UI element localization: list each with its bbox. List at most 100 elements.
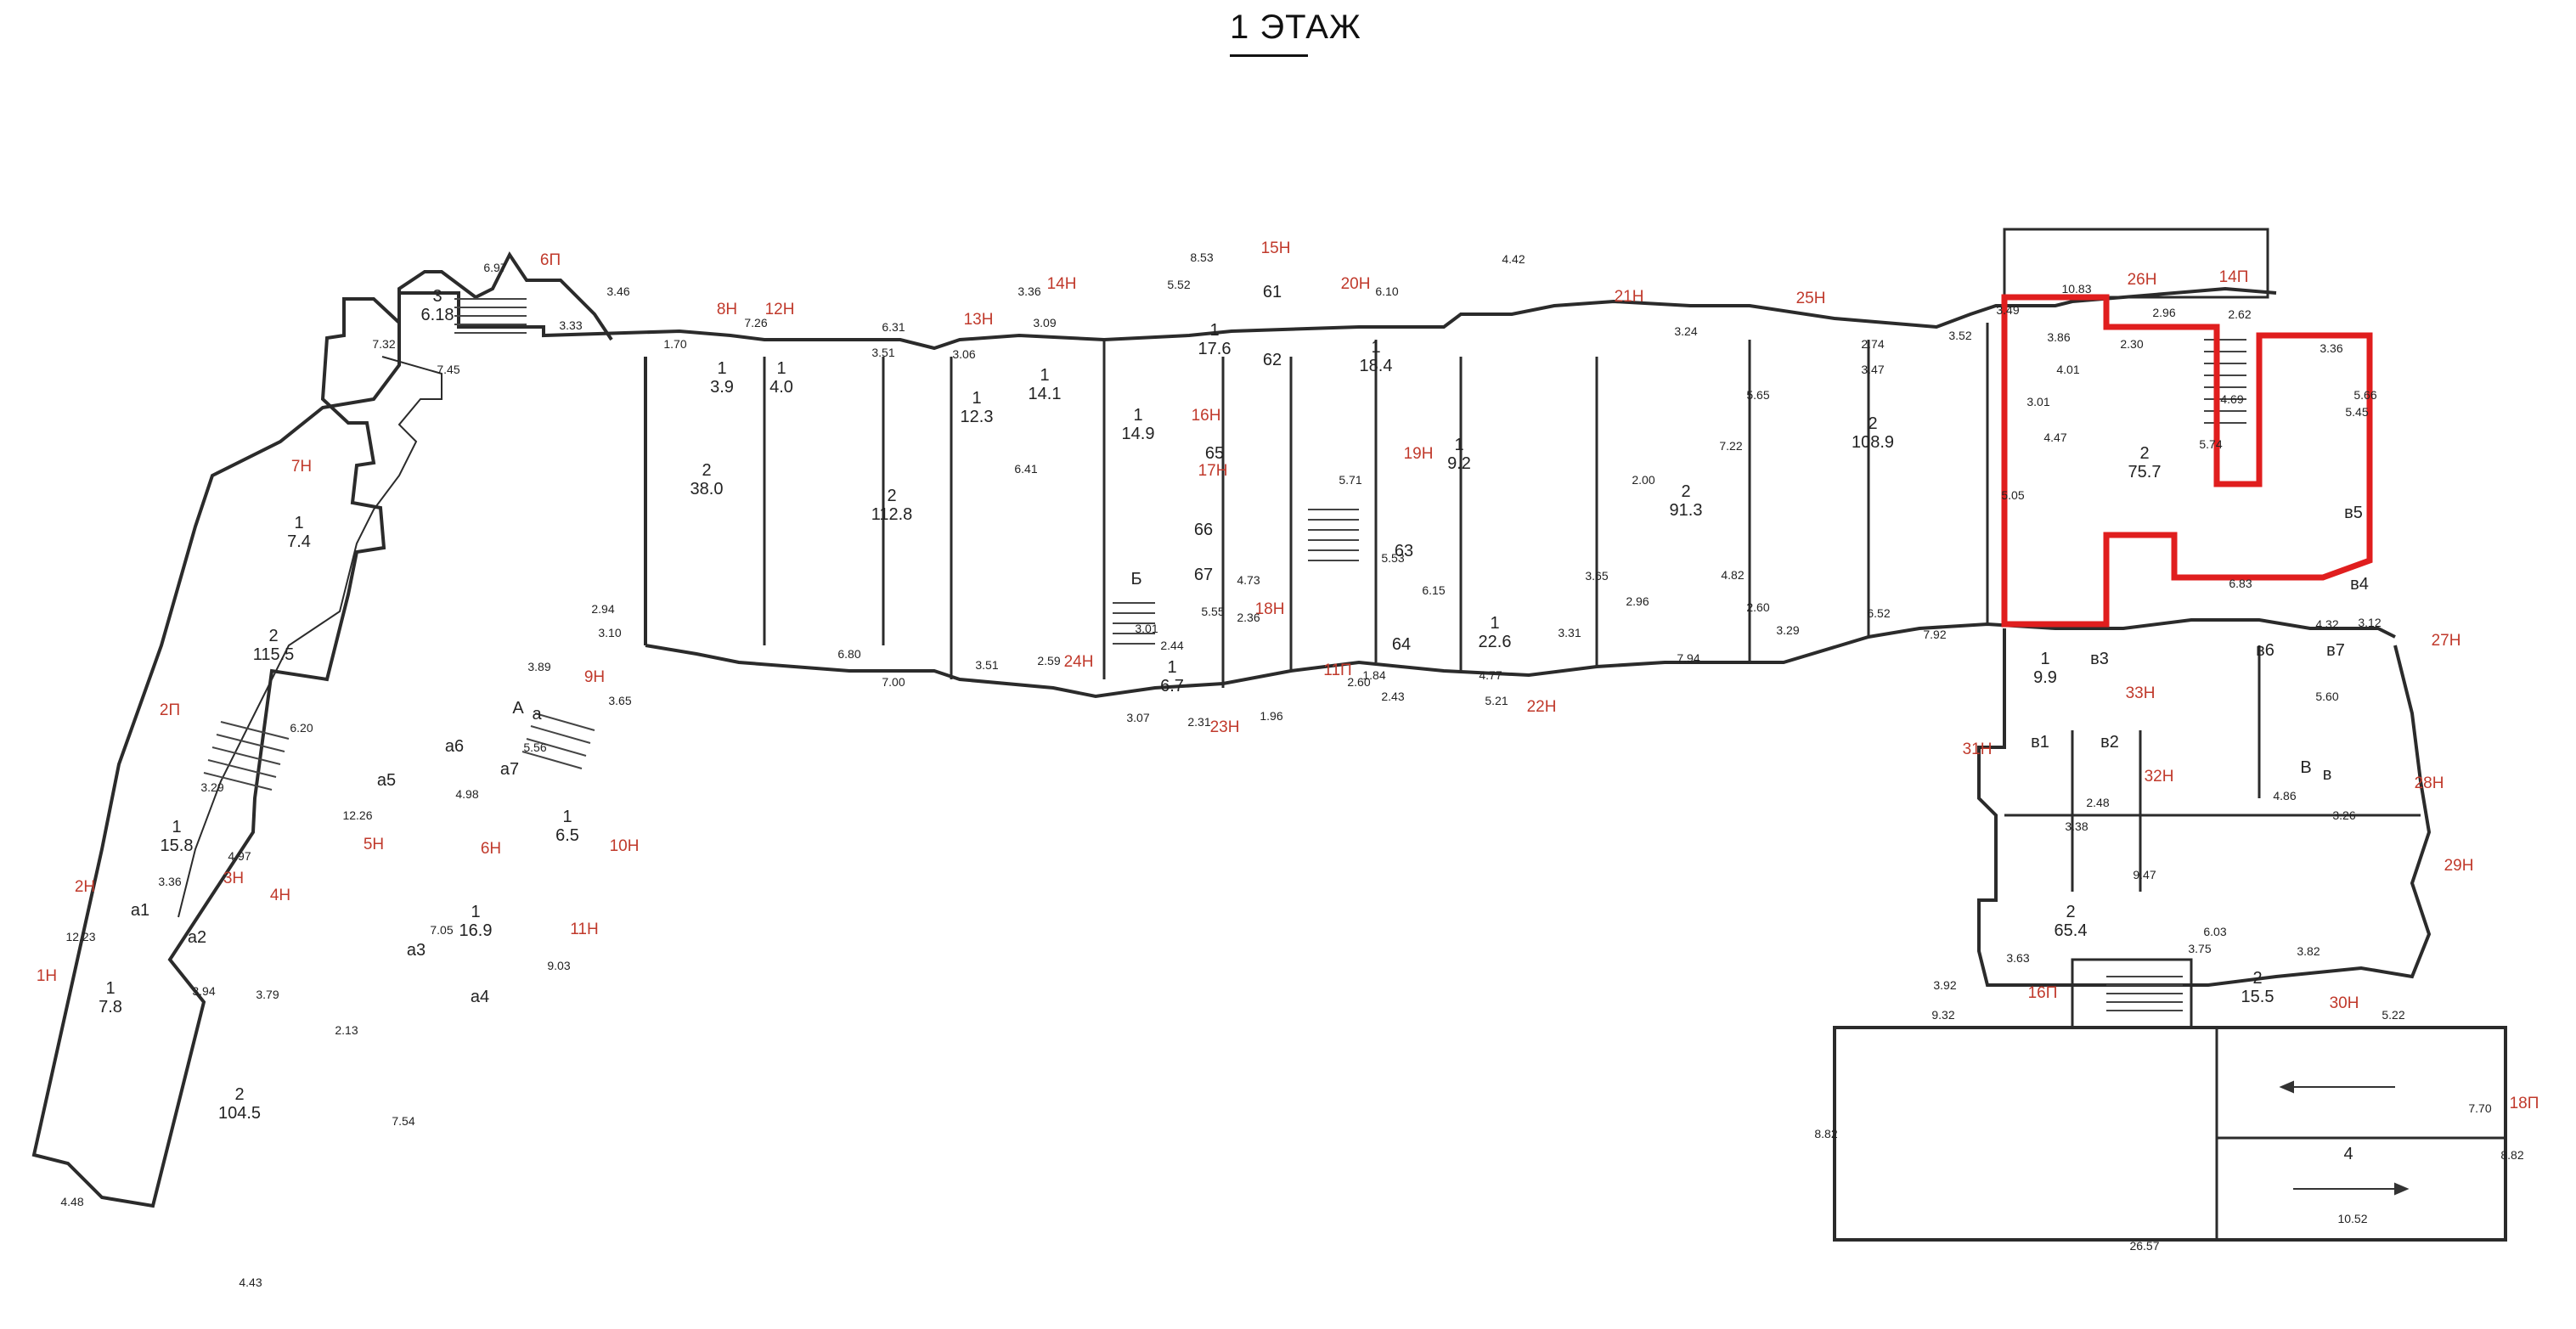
dimension-label: 9.03 [547, 959, 570, 972]
wall-parking-block [1833, 1026, 2507, 1242]
dimension-label: 8.82 [1814, 1127, 1837, 1140]
room-label-r-V: В [2300, 758, 2311, 777]
room-number: а7 [500, 760, 519, 779]
room-number: 2 [234, 1085, 244, 1104]
room-number: в1 [2031, 733, 2049, 752]
room-number: 2 [268, 627, 278, 645]
room-label-r-v7: в7 [2326, 641, 2345, 660]
room-number: 1 [1040, 366, 1049, 385]
dimension-label: 3.65 [608, 694, 631, 707]
marker-28n: 28Н [2415, 774, 2444, 792]
stair-left-wing [203, 721, 290, 791]
dimension-label: 4.98 [455, 787, 478, 801]
dimension-label: 5.53 [1381, 551, 1404, 565]
room-label-r-63: 63 [1395, 542, 1413, 560]
dimension-label: 3.52 [1948, 329, 1971, 342]
stair-hatching [203, 298, 2246, 1011]
marker-14n: 14Н [1047, 275, 1077, 293]
dimension-label: 3.36 [158, 875, 181, 888]
highlighted-unit-outline [2001, 294, 2373, 628]
floor-number: 1 [1230, 8, 1250, 46]
room-area: 9.2 [1447, 454, 1471, 473]
marker-30n: 30Н [2330, 994, 2359, 1012]
dimension-label: 3.49 [1996, 303, 2019, 317]
dimension-label: 6.41 [1014, 462, 1037, 476]
dimension-label: 4.69 [2220, 392, 2243, 406]
room-label-r-v5: в5 [2344, 504, 2363, 522]
dimension-label: 5.71 [1339, 473, 1361, 487]
room-label-r-v2: в2 [2100, 733, 2119, 752]
room-area: 15.5 [2241, 988, 2274, 1006]
room-number: 4 [2343, 1145, 2353, 1163]
dimension-label: 7.92 [1923, 628, 1946, 641]
room-number: в [2323, 765, 2332, 784]
room-label-r-65: 65 [1205, 444, 1224, 463]
dimension-label: 7.05 [430, 923, 453, 937]
dimension-label: 2.74 [1861, 337, 1884, 351]
dimension-label: 7.22 [1719, 439, 1742, 453]
dimension-label: 3.65 [1585, 569, 1608, 583]
room-number: 1 [562, 808, 572, 826]
room-number: в3 [2090, 650, 2109, 668]
marker-2p: 2П [160, 701, 180, 719]
dimension-label: 2.44 [1160, 639, 1183, 652]
dimension-label: 12.26 [342, 808, 372, 822]
room-area: 108.9 [1852, 433, 1894, 452]
floor-number-underline [1230, 54, 1308, 57]
marker-16p: 16П [2028, 984, 2058, 1002]
stair-right-14P [2204, 339, 2246, 424]
room-label-r-a7: а7 [500, 760, 519, 779]
marker-20n: 20Н [1341, 275, 1371, 293]
room-area: 16.9 [459, 921, 493, 940]
dimension-label: 8.82 [2500, 1148, 2523, 1162]
dimension-label: 2.94 [591, 602, 614, 616]
dimension-label: 7.45 [437, 363, 459, 376]
dimension-label: 3.51 [871, 346, 894, 359]
room-number: 1 [471, 903, 480, 921]
dimension-label: 3.89 [527, 660, 550, 673]
parking-arrows [2279, 1080, 2410, 1196]
dimension-label: 6.52 [1867, 606, 1890, 620]
dimension-label: 4.42 [1502, 252, 1525, 266]
room-number: 1 [1209, 321, 1219, 340]
dimension-label: 3.92 [1933, 978, 1956, 992]
parking-arrowhead-right [2394, 1182, 2410, 1196]
dimension-label: 26.57 [2129, 1239, 2159, 1253]
dimension-label: 5.56 [523, 741, 546, 754]
room-number: в2 [2100, 733, 2119, 752]
dimension-label: 4.47 [2043, 431, 2066, 444]
marker-23n: 23Н [1210, 718, 1240, 736]
dimension-label: 6.83 [2229, 577, 2252, 590]
room-number: 2 [702, 461, 711, 480]
dimension-label: 4.32 [2315, 617, 2338, 631]
marker-25n: 25Н [1796, 290, 1826, 307]
room-area: 115.5 [253, 645, 295, 664]
room-label-r-38-0: 238.0 [691, 461, 724, 498]
room-label-r-a5: а5 [377, 771, 396, 790]
dimension-label: 2.36 [1237, 611, 1260, 624]
dimension-label: 1.84 [1362, 668, 1385, 682]
room-area: 7.4 [287, 532, 311, 551]
room-area: 3.9 [710, 378, 734, 397]
room-number: а1 [131, 901, 149, 920]
dimension-label: 7.32 [372, 337, 395, 351]
stair-central-1 [1113, 602, 1155, 645]
wall-left-wing-inner [178, 356, 442, 918]
room-label-r-16-9: 116.9 [459, 903, 493, 940]
marker-31n: 31Н [1963, 741, 1993, 758]
room-label-r-7-8: 17.8 [99, 979, 122, 1016]
marker-13n: 13Н [964, 311, 994, 329]
room-number: В [2300, 758, 2311, 777]
room-number: в6 [2256, 641, 2274, 660]
dimension-label: 4.73 [1237, 573, 1260, 587]
room-number: 2 [887, 487, 896, 505]
room-number: 1 [972, 389, 981, 408]
room-number: а2 [188, 928, 206, 947]
room-number: 2 [2252, 969, 2262, 988]
room-area: 12.3 [961, 408, 994, 426]
dimension-label: 3.29 [1776, 623, 1799, 637]
marker-12n: 12Н [765, 301, 795, 318]
dimension-label: 6.31 [882, 320, 905, 334]
marker-19n: 19Н [1404, 445, 1434, 463]
marker-8n: 8Н [717, 301, 737, 318]
